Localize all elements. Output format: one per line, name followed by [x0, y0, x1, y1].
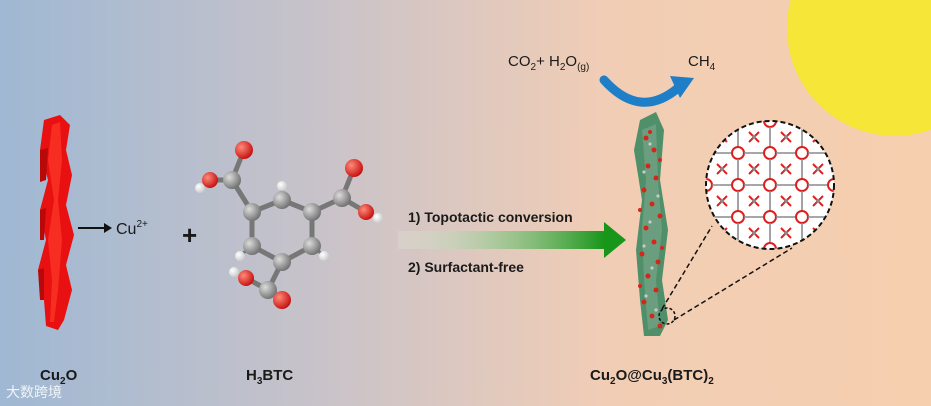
product-label: Cu2O@Cu3(BTC)2 [590, 367, 714, 387]
lattice-center [816, 167, 820, 171]
conversion-arrow [398, 222, 626, 258]
plus-sign: + [182, 220, 197, 250]
cu-ion-label: Cu2+ [116, 219, 148, 238]
zoom-indicator [658, 225, 793, 325]
lattice-center [752, 135, 756, 139]
lattice-center [752, 167, 756, 171]
lattice-center [784, 199, 788, 203]
lattice-node [763, 242, 777, 249]
lattice-center [752, 199, 756, 203]
lattice-center [816, 199, 820, 203]
lattice-center [784, 231, 788, 235]
h3btc-label: H3BTC [246, 367, 293, 387]
product-rod [634, 112, 668, 336]
lattice-node [827, 178, 834, 192]
reactant-label: CO2+ H2O(g) [508, 53, 589, 73]
lattice-center [752, 231, 756, 235]
product-ch4-label: CH4 [688, 53, 716, 73]
step2-label: 2) Surfactant-free [408, 259, 524, 275]
lattice-center [784, 135, 788, 139]
cu2o-rod [38, 115, 74, 330]
cu-release-arrow [78, 223, 112, 233]
lattice-center [784, 167, 788, 171]
h3btc-atoms [195, 141, 383, 309]
lattice-center [720, 199, 724, 203]
sun [787, 0, 931, 136]
lattice-center [720, 167, 724, 171]
watermark: 大数跨境 [6, 385, 62, 401]
reaction-arrow [599, 75, 694, 107]
cu2o-label: Cu2O [40, 367, 78, 387]
step1-label: 1) Topotactic conversion [408, 209, 573, 225]
